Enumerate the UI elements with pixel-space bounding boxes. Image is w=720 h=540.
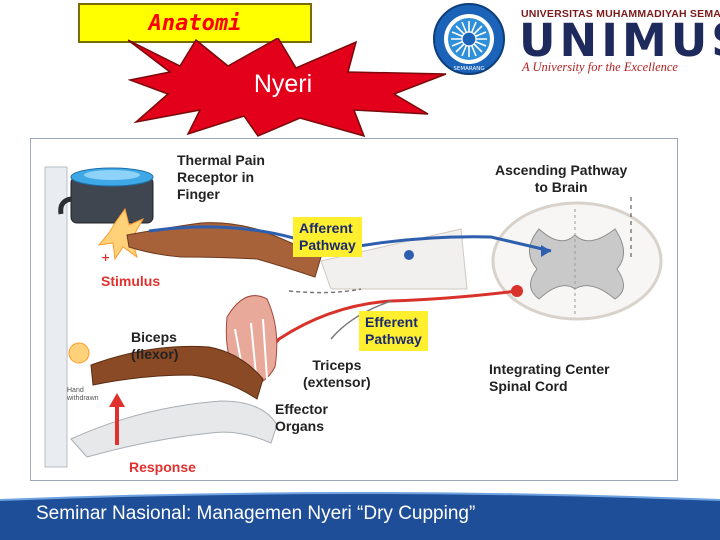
svg-text:+: + (101, 251, 110, 264)
label-triceps: Triceps (extensor) (303, 357, 371, 390)
burst-label: Nyeri (253, 70, 313, 98)
university-seal-logo: SEMARANG (433, 3, 505, 75)
label-stimulus: Stimulus (101, 273, 161, 289)
reflex-arc-diagram: + (30, 138, 678, 481)
label-response: Response (129, 459, 196, 475)
label-effector-organs: Effector Organs (275, 401, 328, 434)
footer-band (0, 492, 720, 540)
label-afferent-pathway: Afferent Pathway (293, 217, 362, 257)
footer-text: Seminar Nasional: Managemen Nyeri “Dry C… (36, 503, 476, 524)
label-hand-withdrawn: Hand withdrawn (67, 387, 99, 402)
label-ascending-pathway: Ascending Pathway to Brain (495, 162, 628, 195)
university-full-name: UNIVERSITAS MUHAMMADIYAH SEMARANG (521, 8, 720, 20)
starburst-polygon (128, 38, 447, 138)
university-tagline: A University for the Excellence (522, 60, 678, 74)
seal-bottom-text: SEMARANG (453, 66, 484, 72)
university-abbreviation: UNIMUS (519, 14, 720, 67)
slide-title: Anatomi (78, 3, 312, 43)
label-efferent-pathway: Efferent Pathway (359, 311, 428, 351)
label-integrating-center: Integrating Center Spinal Cord (489, 361, 610, 394)
label-biceps: Biceps (flexor) (131, 329, 179, 362)
label-thermal-receptor: Thermal Pain Receptor in Finger (177, 152, 265, 202)
pain-starburst-shape (128, 38, 447, 138)
reflex-arc-illustration: + (31, 139, 677, 480)
